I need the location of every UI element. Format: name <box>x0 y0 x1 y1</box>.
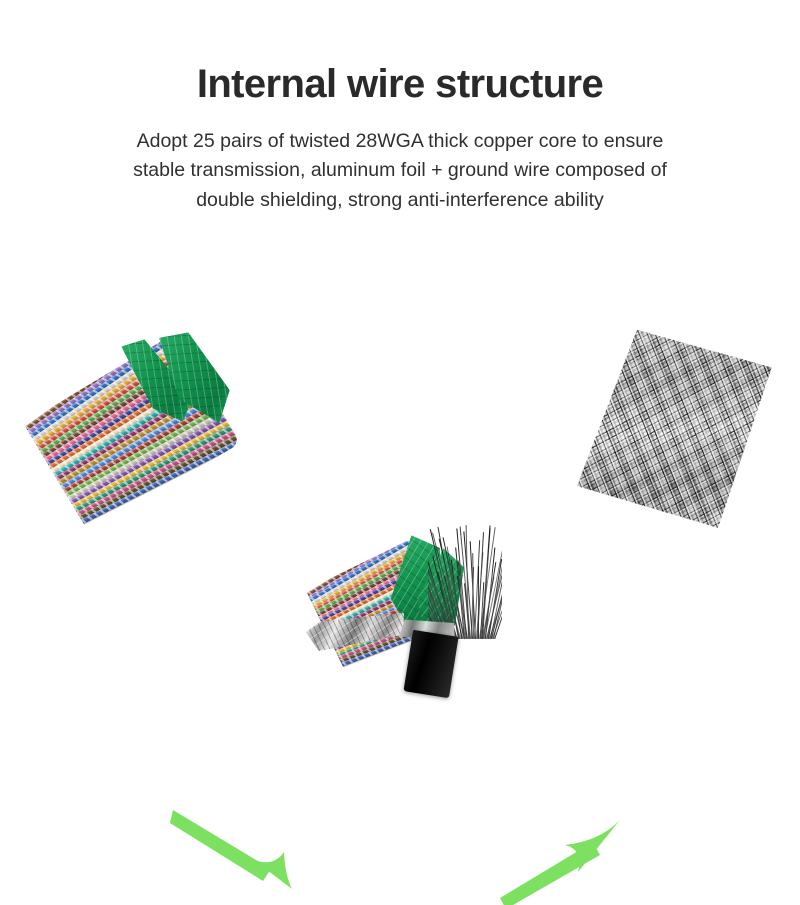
photo-braided-shield <box>600 338 750 516</box>
braided-shield-weave <box>574 318 776 537</box>
heading-block: Internal wire structure Adopt 25 pairs o… <box>0 0 800 216</box>
page-subtitle: Adopt 25 pairs of twisted 28WGA thick co… <box>80 107 720 216</box>
arrow-cable-to-braid-icon <box>500 820 620 905</box>
subtitle-line-1: Adopt 25 pairs of twisted 28WGA thick co… <box>136 129 664 152</box>
subtitle-line-3: double shielding, strong anti-interferen… <box>196 189 604 212</box>
ground-wire-strands <box>428 519 502 639</box>
page-title: Internal wire structure <box>196 62 604 106</box>
photo-twisted-pairs <box>23 330 258 527</box>
subtitle-line-2: stable transmission, aluminum foil + gro… <box>133 159 667 182</box>
arrow-pairs-to-cable-icon <box>170 810 292 889</box>
diagram-stage <box>0 300 800 905</box>
ground-wire-strand <box>477 566 479 639</box>
product-infographic: Internal wire structure Adopt 25 pairs o… <box>0 0 800 800</box>
photo-assembled-cable <box>300 515 515 699</box>
black-outer-jacket <box>403 629 459 699</box>
